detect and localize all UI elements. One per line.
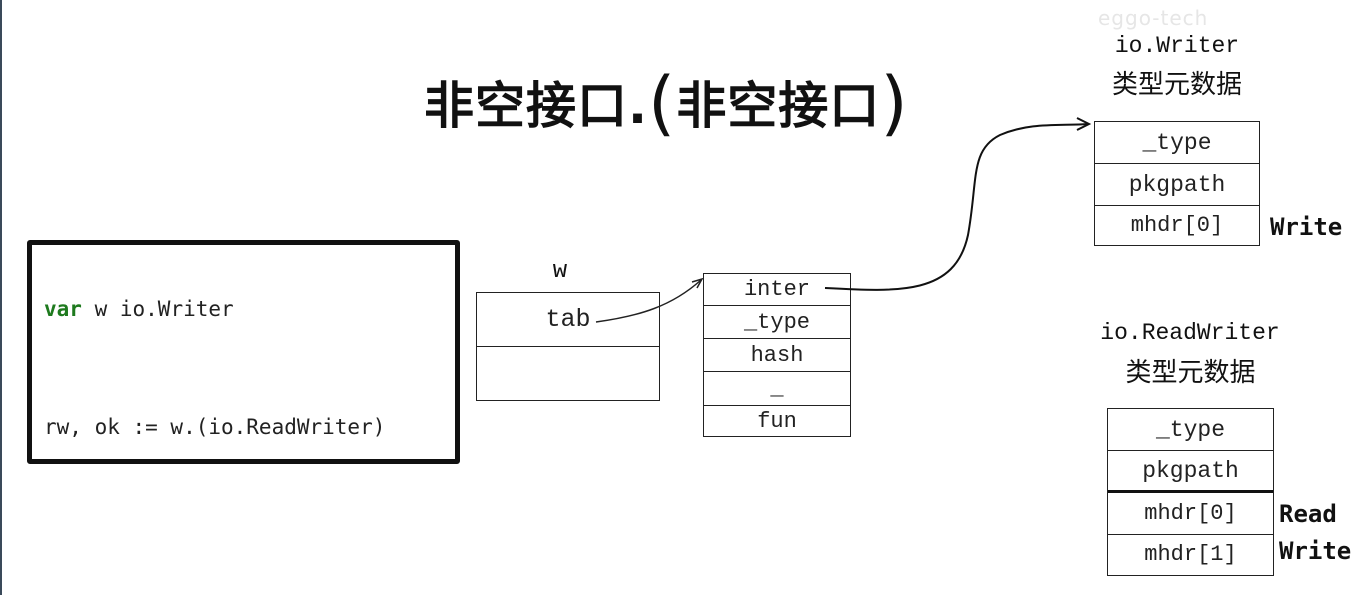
- page-title: 非空接口.(非空接口): [424, 58, 909, 144]
- writer-cell-mhdr0: mhdr[0]: [1130, 213, 1224, 238]
- itab-cell-type: _type: [704, 306, 850, 339]
- title-close-paren: ): [880, 62, 909, 144]
- readwriter-meta-box: _type pkgpath mhdr[0] mhdr[1]: [1107, 408, 1274, 576]
- arrow-tab-to-itab: [595, 279, 702, 323]
- writer-cell-pkgpath: pkgpath: [1095, 164, 1259, 206]
- watermark: eggo-tech: [1098, 6, 1209, 30]
- writer-cell-type: _type: [1095, 122, 1259, 164]
- writer-method-write: Write: [1270, 213, 1343, 241]
- arrow-inter-to-writer-meta: [824, 123, 1089, 291]
- readwriter-method-write: Write: [1279, 537, 1352, 565]
- readwriter-cell-mhdr0: mhdr[0]: [1108, 493, 1273, 535]
- itab-cell-inter: inter: [704, 274, 850, 306]
- code-box: var w io.Writer rw, ok := w.(io.ReadWrit…: [27, 240, 460, 464]
- readwriter-meta-subtitle: 类型元数据: [1125, 358, 1256, 388]
- w-struct-box: tab: [476, 292, 660, 401]
- code-line-assertion: rw, ok := w.(io.ReadWriter): [44, 415, 386, 439]
- code-keyword-var: var: [44, 297, 82, 321]
- writer-meta-subtitle: 类型元数据: [1111, 70, 1242, 100]
- code-line-declaration: var w io.Writer: [44, 297, 234, 321]
- arrowhead-tab-to-itab: [691, 277, 704, 289]
- w-label: w: [552, 258, 568, 285]
- readwriter-meta-title: io.ReadWriter: [1100, 320, 1280, 346]
- readwriter-cell-type: _type: [1108, 409, 1273, 451]
- title-part1: 非空接口.: [424, 77, 648, 135]
- readwriter-cell-mhdr1: mhdr[1]: [1144, 542, 1237, 567]
- arrowhead-inter-to-writer-meta: [1076, 117, 1092, 131]
- writer-meta-box: _type pkgpath mhdr[0]: [1094, 121, 1260, 246]
- title-open-paren: (: [648, 62, 677, 144]
- itab-cell-padding: _: [704, 372, 850, 406]
- left-edge-bar: [0, 0, 2, 595]
- title-part2: 非空接口: [676, 77, 881, 135]
- itab-box: inter _type hash _ fun: [703, 273, 851, 437]
- readwriter-method-read: Read: [1279, 500, 1337, 528]
- writer-meta-title: io.Writer: [1114, 33, 1240, 59]
- readwriter-cell-pkgpath: pkgpath: [1108, 451, 1273, 493]
- itab-cell-hash: hash: [704, 339, 850, 372]
- w-cell-tab: tab: [477, 293, 659, 347]
- itab-cell-fun: fun: [757, 408, 797, 434]
- code-declaration-rest: w io.Writer: [81, 297, 234, 321]
